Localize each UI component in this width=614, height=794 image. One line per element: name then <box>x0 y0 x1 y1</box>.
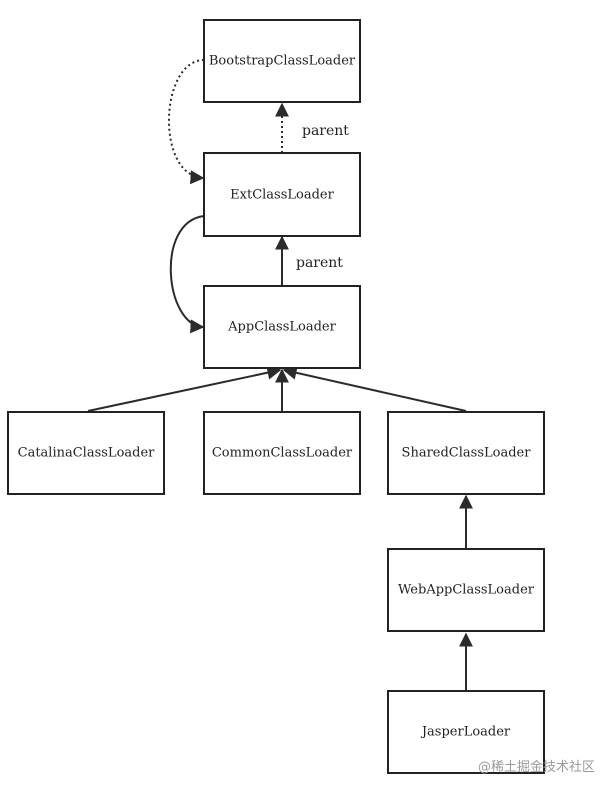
node-label: BootstrapClassLoader <box>209 54 356 69</box>
watermark: @稀土掘金技术社区 <box>478 759 595 775</box>
node-label: CommonClassLoader <box>212 446 353 461</box>
node-label: CatalinaClassLoader <box>18 446 156 461</box>
edge-label-parent-ext: parent <box>302 123 349 139</box>
node-shared-class-loader: SharedClassLoader <box>387 411 545 495</box>
edge-label-parent-app: parent <box>296 255 343 271</box>
node-catalina-class-loader: CatalinaClassLoader <box>7 411 165 495</box>
node-webapp-class-loader: WebAppClassLoader <box>387 548 545 632</box>
node-jasper-loader: JasperLoader <box>387 690 545 774</box>
node-label: ExtClassLoader <box>230 188 334 203</box>
edge-bootstrap-loop <box>168 59 205 185</box>
edge-ext-loop <box>169 215 205 334</box>
node-bootstrap-class-loader: BootstrapClassLoader <box>203 19 361 103</box>
node-label: SharedClassLoader <box>402 446 532 461</box>
node-app-class-loader: AppClassLoader <box>203 285 361 369</box>
edge-catalina-to-app <box>87 365 282 412</box>
node-common-class-loader: CommonClassLoader <box>203 411 361 495</box>
node-label: JasperLoader <box>420 725 511 740</box>
node-label: AppClassLoader <box>227 320 336 335</box>
edges <box>87 59 473 690</box>
edge-shared-to-app <box>282 365 467 412</box>
node-label: WebAppClassLoader <box>398 583 535 598</box>
node-ext-class-loader: ExtClassLoader <box>203 152 361 237</box>
